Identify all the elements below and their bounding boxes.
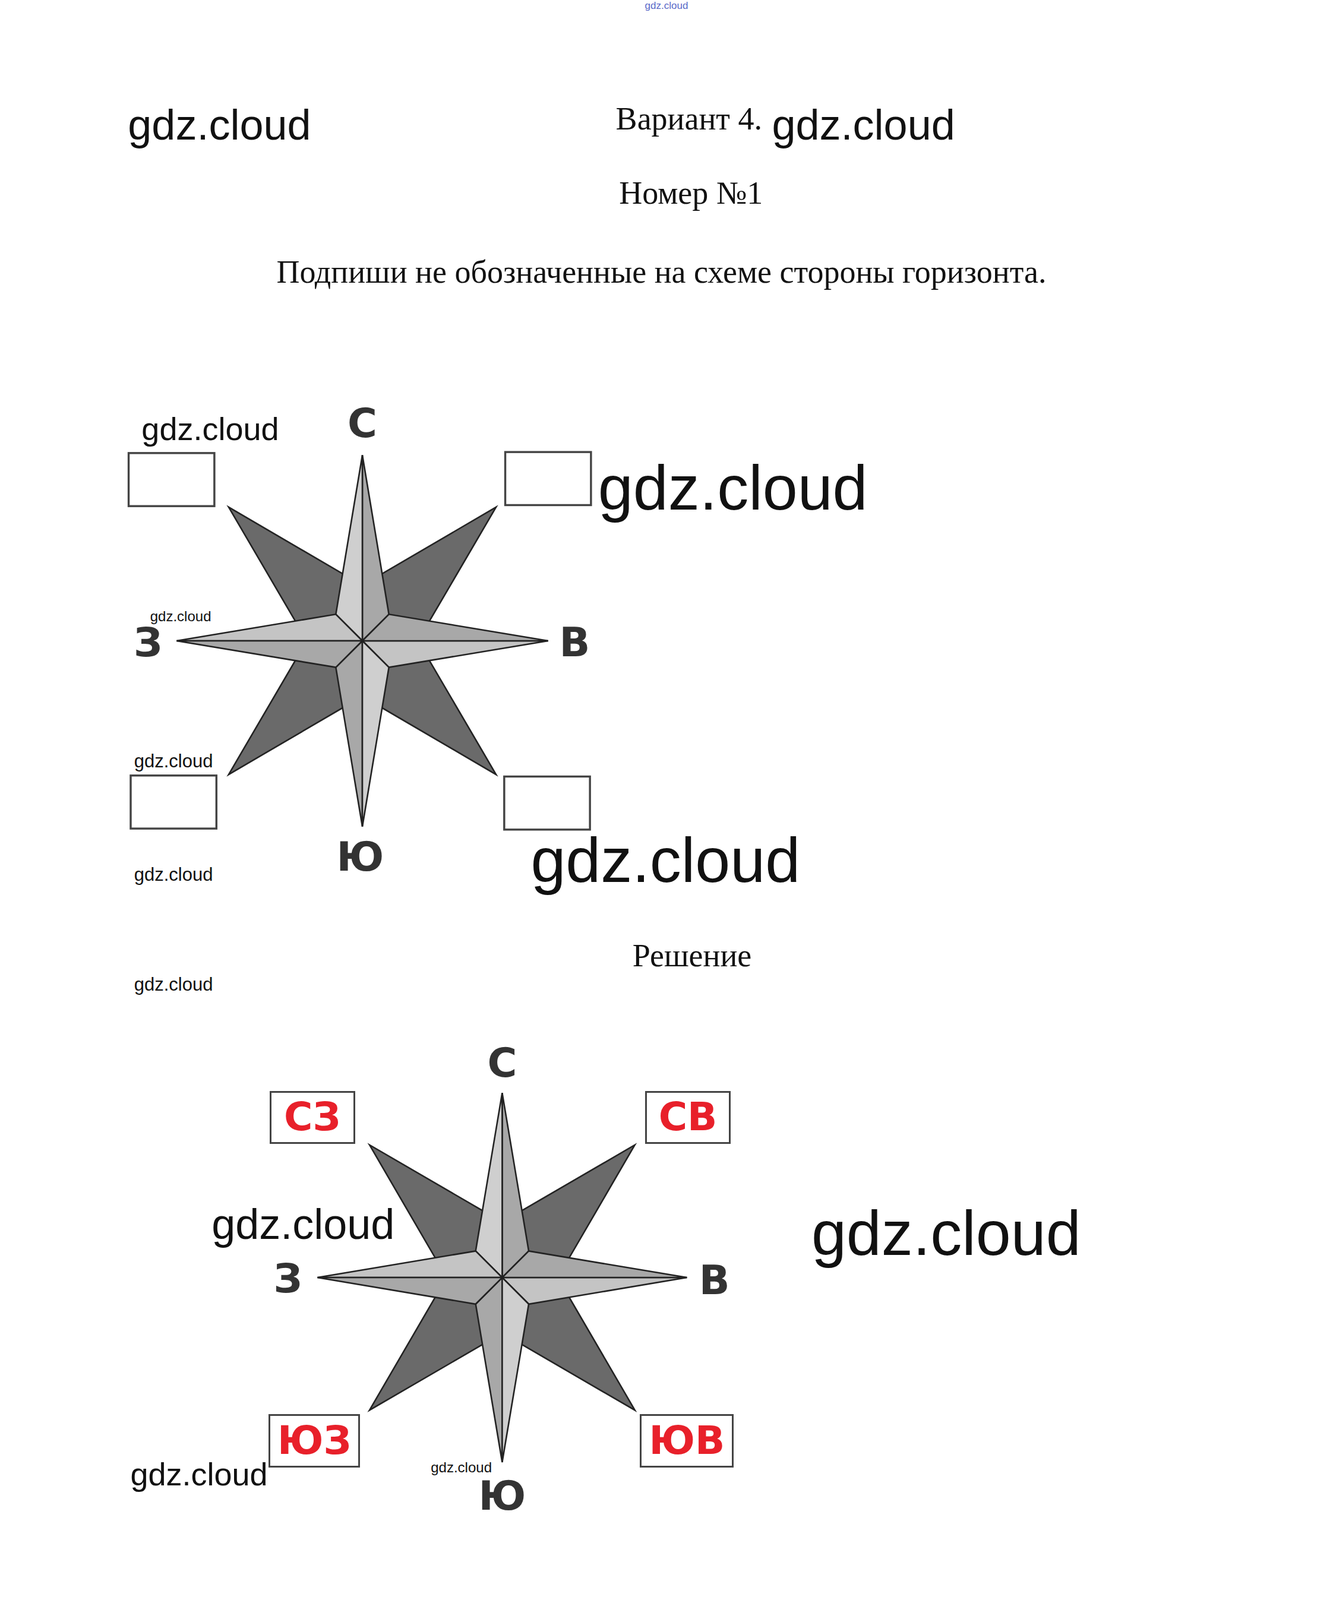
direction-letter: В bbox=[699, 1258, 731, 1304]
answer-box: СВ bbox=[645, 1091, 731, 1145]
answer-box: СЗ bbox=[269, 1091, 356, 1145]
rose-main-point bbox=[501, 1251, 687, 1278]
rose-main-point bbox=[317, 1251, 502, 1278]
watermark: gdz.cloud bbox=[598, 453, 868, 523]
watermark: gdz.cloud bbox=[211, 1201, 395, 1249]
direction-answer: ЮВ bbox=[648, 1421, 725, 1461]
watermark: gdz.cloud bbox=[134, 751, 214, 772]
answer-box: ЮЗ bbox=[268, 1414, 360, 1468]
direction-letter: В bbox=[558, 620, 590, 666]
rose-main-point bbox=[362, 640, 549, 668]
rose-main-point bbox=[475, 1277, 503, 1463]
rose-main-point bbox=[317, 1277, 502, 1305]
watermark: gdz.cloud bbox=[811, 1198, 1082, 1268]
empty-answer-box bbox=[128, 453, 215, 507]
answer-box: ЮВ bbox=[639, 1414, 734, 1468]
watermark: gdz.cloud bbox=[141, 412, 279, 448]
watermark: gdz.cloud bbox=[530, 825, 801, 896]
empty-answer-box bbox=[504, 776, 590, 830]
rose-main-point bbox=[335, 640, 363, 827]
direction-answer: СЗ bbox=[283, 1097, 341, 1137]
direction-letter: Ю bbox=[478, 1474, 526, 1519]
watermark: gdz.cloud bbox=[430, 1460, 492, 1476]
direction-letter: З bbox=[273, 1256, 302, 1302]
rose-main-point bbox=[475, 1093, 503, 1278]
rose-main-point bbox=[362, 614, 549, 641]
direction-letter: Ю bbox=[336, 835, 385, 880]
empty-answer-box bbox=[505, 452, 592, 505]
task-text: Подпиши не обозначенные на схеме стороны… bbox=[276, 254, 1047, 290]
title: Вариант 4. bbox=[616, 101, 763, 137]
watermark: gdz.cloud bbox=[130, 1457, 268, 1493]
direction-letter: З bbox=[133, 620, 163, 666]
rose-main-point bbox=[335, 455, 363, 641]
direction-answer: СВ bbox=[658, 1097, 718, 1137]
rose-main-point bbox=[176, 640, 363, 668]
rose-main-point bbox=[501, 1277, 687, 1305]
compass-rose bbox=[317, 1093, 687, 1463]
direction-answer: ЮЗ bbox=[277, 1421, 352, 1461]
compass-rose bbox=[176, 455, 548, 827]
rose-main-point bbox=[362, 640, 390, 827]
solution-heading: Решение bbox=[632, 938, 753, 974]
rose-main-point bbox=[501, 1093, 529, 1278]
direction-letter: С bbox=[347, 401, 378, 447]
task-number: Номер №1 bbox=[618, 176, 763, 212]
rose-main-point bbox=[362, 455, 390, 641]
watermark: gdz.cloud bbox=[134, 974, 214, 995]
direction-letter: С bbox=[487, 1041, 517, 1086]
rose-main-point bbox=[501, 1277, 529, 1463]
watermark: gdz.cloud bbox=[772, 102, 956, 150]
watermark: gdz.cloud bbox=[127, 102, 311, 150]
watermark: gdz.cloud bbox=[645, 0, 689, 12]
empty-answer-box bbox=[130, 775, 217, 829]
watermark: gdz.cloud bbox=[134, 864, 214, 885]
